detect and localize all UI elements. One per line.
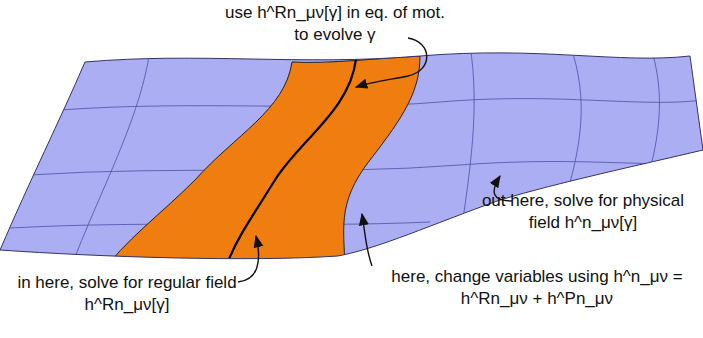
leader-line <box>238 236 259 282</box>
annotation: in here, solve for regular field h^Rn_μν… <box>14 272 240 316</box>
worldline <box>228 59 356 262</box>
annotation: use h^Rn_μν[γ] in eq. of mot. to evolve … <box>222 2 448 46</box>
annotation: here, change variables using h^n_μν = h^… <box>376 266 698 310</box>
annotation: out here, solve for physical field h^n_μ… <box>467 190 699 234</box>
surface-outline <box>0 53 703 259</box>
leader-lines <box>238 38 512 282</box>
leader-line <box>362 214 372 266</box>
leader-line <box>356 38 427 87</box>
regular-region <box>100 56 420 275</box>
